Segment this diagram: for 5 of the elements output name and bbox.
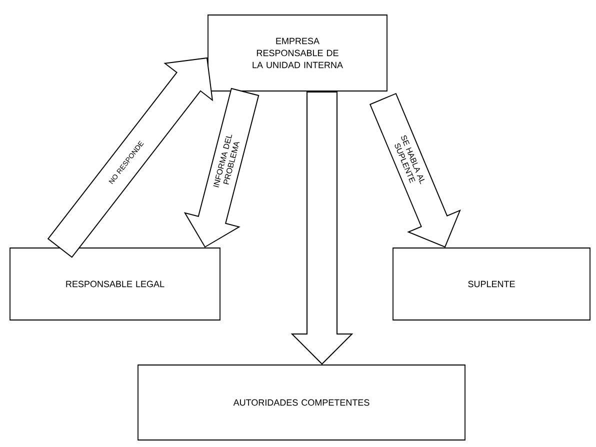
process-box: AUTORIDADES COMPETENTES <box>138 364 466 440</box>
block-arrow <box>290 92 354 365</box>
process-box: RESPONSABLE LEGAL <box>10 248 220 320</box>
process-box: SUPLENTE <box>392 248 590 320</box>
process-box: EMPRESA RESPONSABLE DE LA UNIDAD INTERNA <box>208 14 388 92</box>
